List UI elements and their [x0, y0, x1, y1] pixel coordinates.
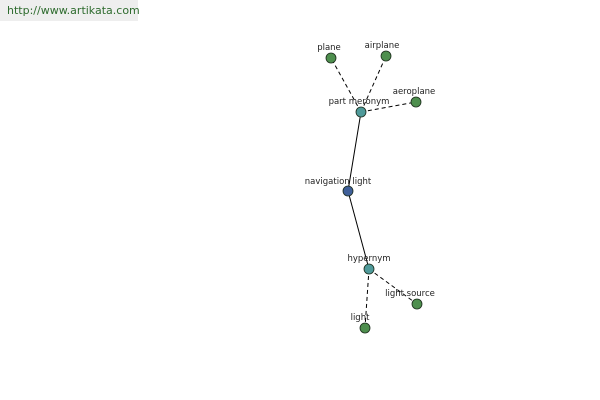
- site-url-link[interactable]: http://www.artikata.com: [7, 4, 140, 17]
- edge-hypernym-light-source: [368, 268, 418, 305]
- plane-node[interactable]: [325, 52, 337, 64]
- hypernym-label: hypernym: [347, 254, 390, 264]
- edge-part-meronym-airplane: [360, 55, 387, 113]
- light-node[interactable]: [359, 322, 371, 334]
- edge-hypernym-light: [364, 268, 370, 329]
- edge-navigation-light-hypernym: [347, 190, 370, 270]
- light-source-label: light source: [385, 289, 435, 299]
- edge-part-meronym-aeroplane: [360, 101, 417, 113]
- edge-part-meronym-navigation-light: [347, 111, 362, 192]
- light-label: light: [351, 313, 371, 323]
- url-bar: http://www.artikata.com: [0, 0, 140, 21]
- hypernym-node[interactable]: [363, 263, 375, 275]
- airplane-node[interactable]: [380, 50, 392, 62]
- aeroplane-node[interactable]: [410, 96, 422, 108]
- light-source-node[interactable]: [411, 298, 423, 310]
- navigation-light-label: navigation light: [305, 177, 372, 187]
- airplane-label: airplane: [365, 41, 400, 51]
- plane-label: plane: [317, 43, 341, 53]
- navigation-light-node[interactable]: [342, 185, 354, 197]
- aeroplane-label: aeroplane: [393, 87, 436, 97]
- part-meronym-label: part meronym: [329, 97, 390, 107]
- part-meronym-node[interactable]: [355, 106, 367, 118]
- edge-part-meronym-plane: [330, 57, 362, 113]
